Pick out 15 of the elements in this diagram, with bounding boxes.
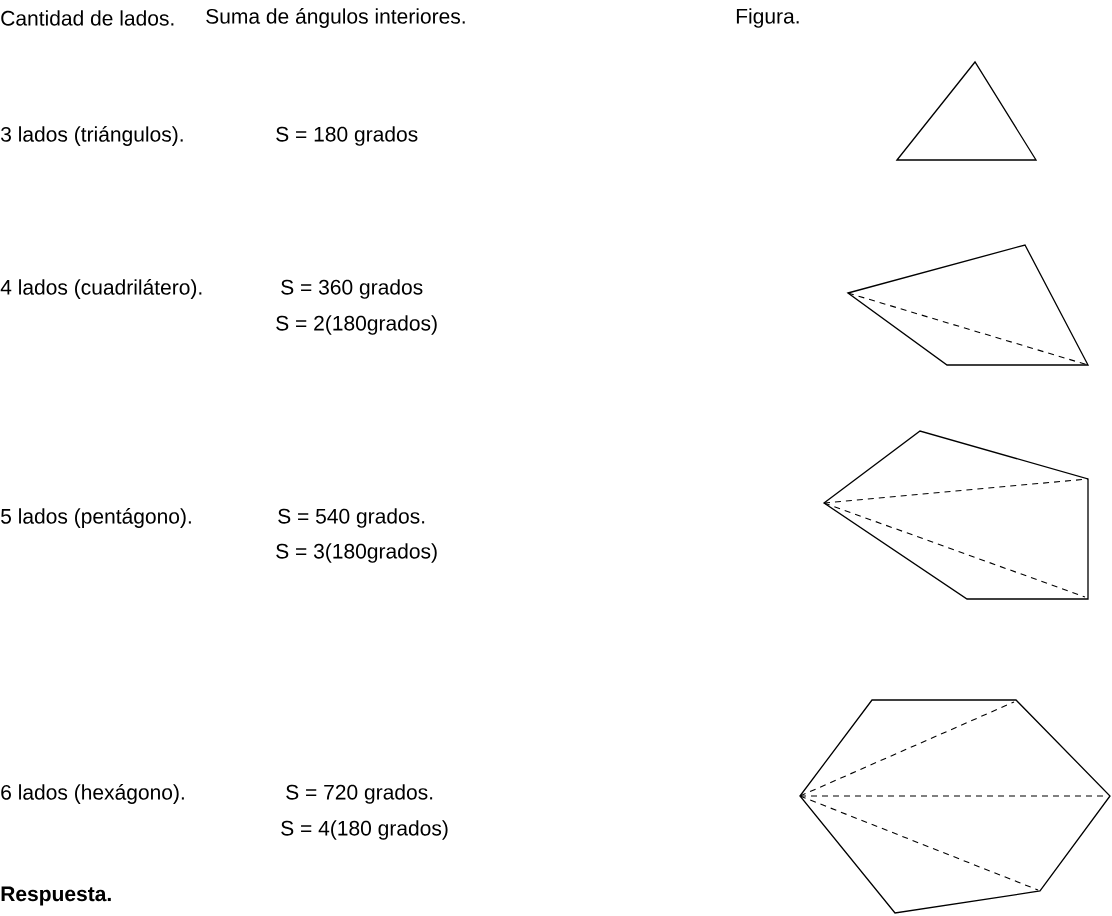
text-line: S = 2(180grados) xyxy=(276,315,437,335)
text-line: S = 3(180grados) xyxy=(276,543,437,563)
text-line: 6 lados (hexágono). xyxy=(1,784,184,804)
text-line: 5 lados (pentágono). xyxy=(1,508,191,528)
text-line: S = 4(180 grados) xyxy=(281,820,448,840)
text-line: S = 720 grados. xyxy=(286,784,433,804)
text-line: S = 540 grados. xyxy=(278,508,425,528)
text-line: 3 lados (triángulos). xyxy=(1,126,183,146)
text-line: S = 180 grados xyxy=(276,126,418,146)
answer-heading: Respuesta. xyxy=(1,886,111,906)
text-line: S = 360 grados xyxy=(281,279,423,299)
column-heading: Cantidad de lados. xyxy=(1,10,174,26)
column-heading: Figura. xyxy=(736,8,799,28)
column-heading: Suma de ángulos interiores. xyxy=(206,8,465,28)
text-line: 4 lados (cuadrilátero). xyxy=(0,279,202,299)
